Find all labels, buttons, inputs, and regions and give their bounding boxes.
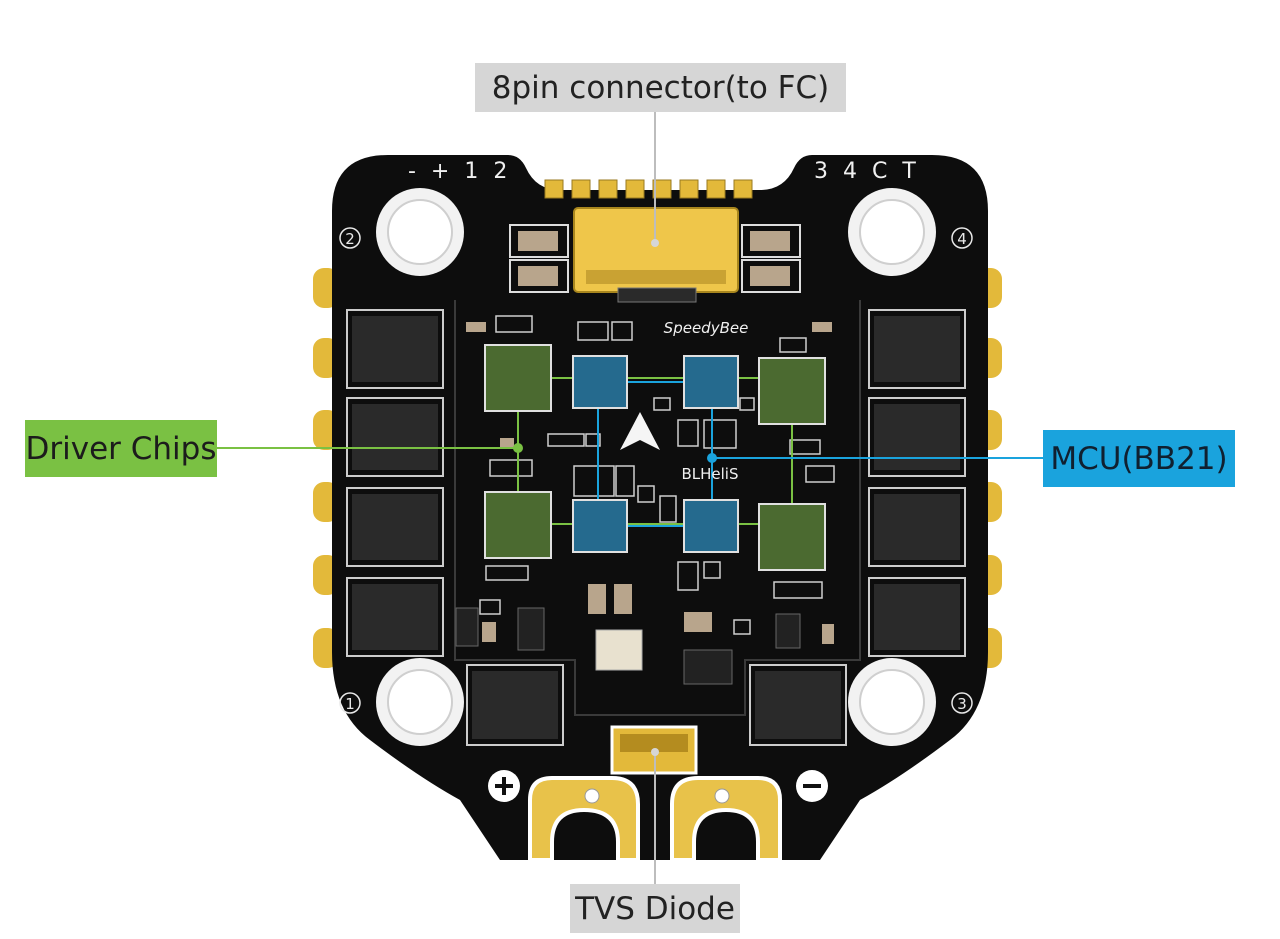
arrow-logo-icon — [620, 412, 660, 450]
tvs-diode-callout-label: TVS Diode — [570, 884, 740, 933]
mcu-callout-label: MCU(BB21) — [1043, 430, 1235, 487]
brand-text: SpeedyBee — [664, 319, 749, 337]
mosfets-bottom — [466, 664, 847, 746]
hole-number-2: 2 — [345, 230, 355, 248]
power-pads — [528, 776, 782, 862]
hole-number-4: 4 — [957, 230, 967, 248]
driver-chips-callout-label: Driver Chips — [25, 420, 217, 477]
minus-icon — [796, 770, 828, 802]
plus-icon — [488, 770, 520, 802]
mcu-chips — [572, 355, 739, 553]
hole-number-1: 1 — [345, 695, 355, 713]
mosfets-left — [346, 309, 444, 657]
connector-pads — [544, 179, 753, 199]
firmware-text: BLHeliS — [681, 465, 738, 483]
driver-chips — [484, 344, 826, 571]
mount-holes — [376, 188, 936, 746]
hole-number-3: 3 — [957, 695, 967, 713]
connector-callout-label: 8pin connector(to FC) — [475, 63, 846, 112]
connector-8pin — [573, 207, 739, 303]
pin-label-left: - + 1 2 — [408, 159, 511, 184]
pin-label-right: 3 4 C T — [814, 159, 920, 184]
callout-lines — [217, 112, 1043, 884]
